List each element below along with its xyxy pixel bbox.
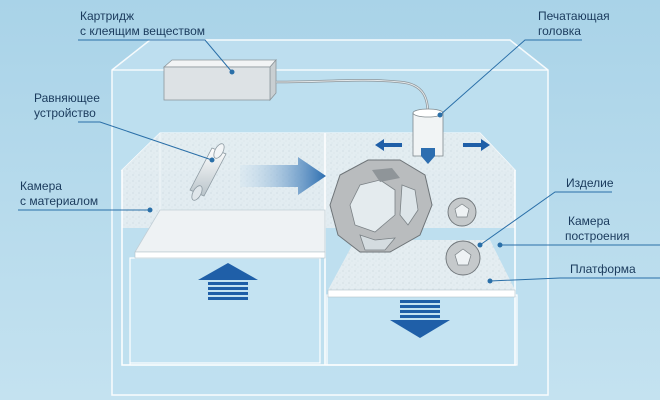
build-chamber-label-line2: построения bbox=[565, 229, 630, 243]
material-platform bbox=[134, 209, 326, 253]
material-chamber-label-line2: с материалом bbox=[20, 194, 98, 208]
callout-lines bbox=[18, 39, 660, 282]
product-small-1 bbox=[447, 197, 477, 227]
leveler-label-line2: устройство bbox=[34, 106, 96, 120]
arrow-down-icon bbox=[390, 300, 450, 338]
head-right-arrow-icon bbox=[463, 139, 490, 151]
product-small-2 bbox=[445, 240, 481, 276]
product-large bbox=[329, 159, 433, 253]
glue-cartridge bbox=[162, 58, 277, 102]
material-chamber-label-line1: Камера bbox=[20, 179, 62, 193]
printhead-label-line2: головка bbox=[538, 24, 581, 38]
leveler-label-line1: Равняющее bbox=[34, 91, 100, 105]
printhead-label-line1: Печатающая bbox=[538, 9, 610, 23]
arrow-up-icon bbox=[198, 263, 258, 300]
leveling-arrow-icon bbox=[240, 157, 326, 195]
leveler-roller bbox=[189, 143, 227, 201]
cartridge-label-line2: с клеящим веществом bbox=[80, 24, 205, 38]
build-chamber-label-line1: Камера bbox=[568, 214, 610, 228]
cartridge-label-line1: Картридж bbox=[80, 9, 134, 23]
product-label: Изделие bbox=[566, 176, 614, 190]
platform-label: Платформа bbox=[570, 262, 636, 276]
head-left-arrow-icon bbox=[375, 139, 402, 151]
build-platform bbox=[327, 289, 516, 298]
print-head bbox=[412, 108, 444, 164]
callout-dots bbox=[147, 69, 503, 284]
